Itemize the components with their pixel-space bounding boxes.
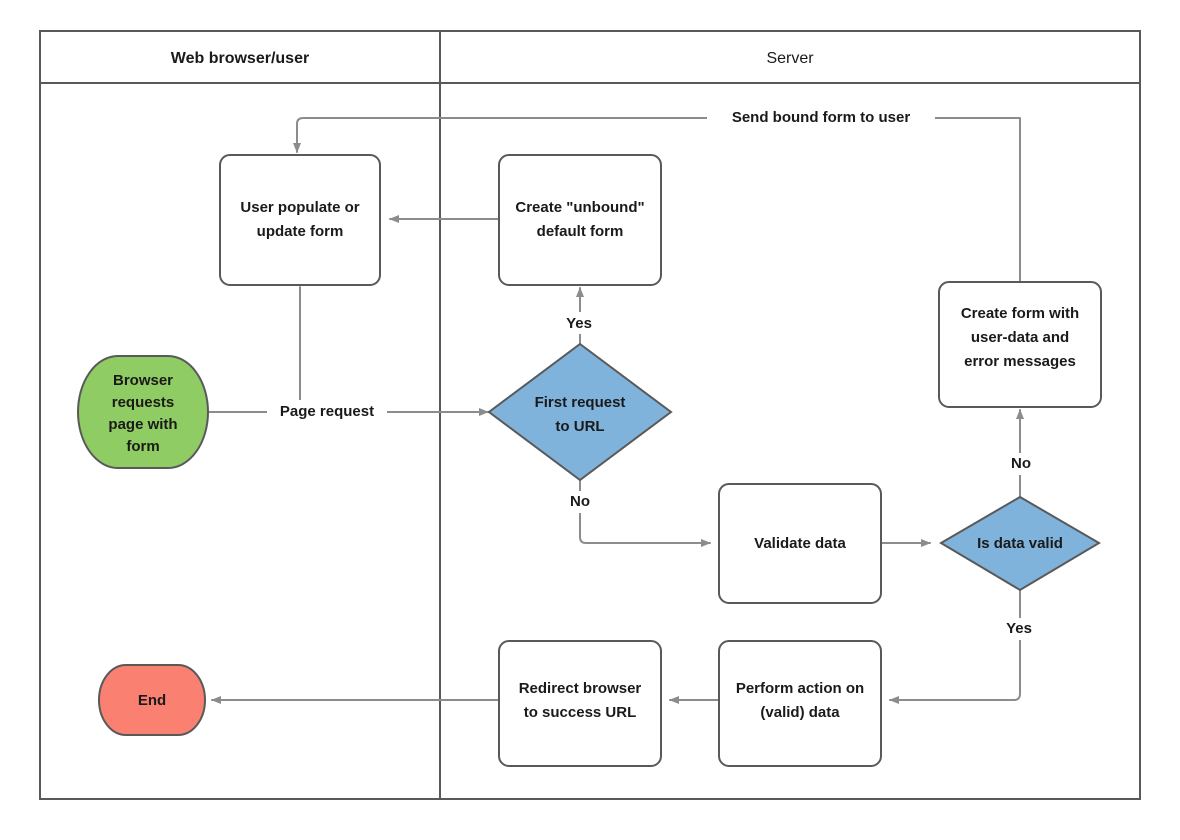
node-user-populate-form-shape[interactable]: [219, 154, 381, 286]
node-redirect-browser-line1: Redirect browser: [519, 680, 642, 697]
node-redirect-browser[interactable]: Redirect browser to success URL: [498, 640, 662, 767]
node-create-form-with-errors-line1: Create form with: [961, 305, 1079, 322]
node-end-shape[interactable]: [98, 664, 206, 736]
node-end[interactable]: End: [98, 664, 206, 736]
edge-label-send-bound-form: Send bound form to user: [732, 109, 910, 126]
edge-first-request-no: [579, 479, 711, 547]
node-perform-action-line2: (valid) data: [760, 704, 840, 721]
edge-label-bg-first-request-no: [558, 491, 598, 513]
edge-label-is-data-valid-yes: Yes: [1006, 620, 1032, 637]
node-redirect-browser-line2: to success URL: [524, 704, 637, 721]
node-browser-requests-page-line4: form: [126, 438, 159, 455]
node-validate-data-shape[interactable]: [718, 483, 882, 604]
node-browser-requests-page-line3: page with: [108, 416, 177, 433]
node-create-unbound-form[interactable]: Create "unbound" default form: [498, 154, 662, 286]
node-create-unbound-form-line2: default form: [537, 223, 624, 240]
node-validate-data-line1: Validate data: [754, 535, 846, 552]
edge-label-first-request-yes: Yes: [566, 315, 592, 332]
node-validate-data[interactable]: Validate data: [718, 483, 882, 604]
edge-label-bg-is-data-valid-no: [999, 453, 1039, 475]
edge-label-bg-first-request-yes: [555, 312, 599, 334]
node-create-unbound-form-line1: Create "unbound": [515, 199, 644, 216]
node-browser-requests-page-line1: Browser: [113, 372, 173, 389]
node-end-line1: End: [138, 692, 166, 709]
node-create-form-with-errors-line3: error messages: [964, 353, 1076, 370]
edge-label-bg-is-data-valid-yes: [996, 618, 1042, 640]
node-create-form-with-errors-line2: user-data and: [971, 329, 1069, 346]
node-create-unbound-form-shape[interactable]: [498, 154, 662, 286]
edge-label-first-request-no: No: [570, 493, 590, 510]
edge-label-is-data-valid-no: No: [1011, 455, 1031, 472]
node-user-populate-form-line2: update form: [257, 223, 344, 240]
edge-label-page-request: Page request: [280, 403, 374, 420]
edge-label-bg-page-request: [267, 400, 387, 424]
node-user-populate-form-line1: User populate or: [240, 199, 359, 216]
node-redirect-browser-shape[interactable]: [498, 640, 662, 767]
edge-labels-layer: Send bound form to user Page request Yes…: [267, 106, 1042, 640]
node-perform-action-line1: Perform action on: [736, 680, 864, 697]
edge-label-bg-send-bound-form: [707, 106, 935, 130]
node-perform-action[interactable]: Perform action on (valid) data: [718, 640, 882, 767]
node-is-data-valid-shape[interactable]: [939, 495, 1101, 592]
node-is-data-valid-line1: Is data valid: [977, 535, 1063, 552]
node-browser-requests-page[interactable]: Browser requests page with form: [77, 355, 209, 469]
node-first-request-to-url[interactable]: First request to URL: [487, 342, 673, 482]
node-browser-requests-page-line2: requests: [112, 394, 175, 411]
node-user-populate-form[interactable]: User populate or update form: [219, 154, 381, 286]
node-create-form-with-errors-shape[interactable]: [938, 281, 1102, 408]
node-browser-requests-page-shape[interactable]: [77, 355, 209, 469]
node-perform-action-shape[interactable]: [718, 640, 882, 767]
node-create-form-with-errors[interactable]: Create form with user-data and error mes…: [938, 281, 1102, 408]
edge-send-bound-form-to-user: [293, 117, 1021, 283]
lane-title-browser: Web browser/user: [171, 50, 309, 67]
edge-is-data-valid-yes: [889, 589, 1021, 704]
node-first-request-to-url-line2: to URL: [555, 418, 604, 435]
lane-title-server: Server: [766, 50, 814, 67]
node-is-data-valid[interactable]: Is data valid: [939, 495, 1101, 592]
edges-layer: [205, 117, 1024, 704]
node-first-request-to-url-shape[interactable]: [487, 342, 673, 482]
node-first-request-to-url-line1: First request: [535, 394, 626, 411]
